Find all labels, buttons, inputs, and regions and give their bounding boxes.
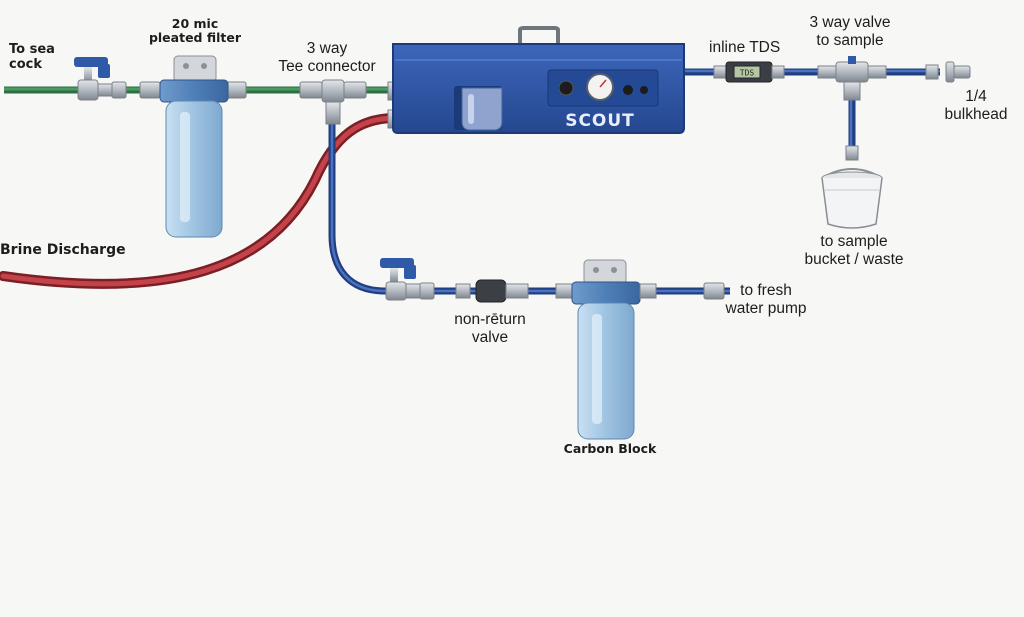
blue-product-pipe	[685, 68, 940, 160]
quarter-inch-bulkhead	[925, 61, 971, 83]
tds-display: TDS	[740, 69, 755, 78]
fresh-water-ball-valve	[380, 258, 435, 301]
scout-logo: SCOUT	[565, 111, 635, 131]
blue-pipe-tee-to-nonreturn	[328, 118, 730, 295]
inline-tds-meter: TDS	[713, 61, 785, 83]
scout-watermaker-unit: SCOUT	[387, 26, 685, 134]
label-inline-tds: inline TDS	[709, 39, 781, 56]
label-brine-discharge: Brine Discharge	[0, 242, 126, 258]
carbon-block-filter-housing	[571, 259, 725, 440]
pleated-filter-fittings	[139, 81, 247, 99]
non-return-valve-body	[455, 279, 573, 303]
sample-bucket	[821, 168, 883, 229]
pleated-filter-housing	[159, 55, 229, 238]
sea-cock-valve	[74, 57, 127, 101]
tee-connector	[299, 79, 367, 125]
three-way-sample-valve	[817, 56, 887, 161]
label-carbon-block: Carbon Block	[563, 441, 657, 456]
brine-discharge-hose	[0, 113, 400, 289]
